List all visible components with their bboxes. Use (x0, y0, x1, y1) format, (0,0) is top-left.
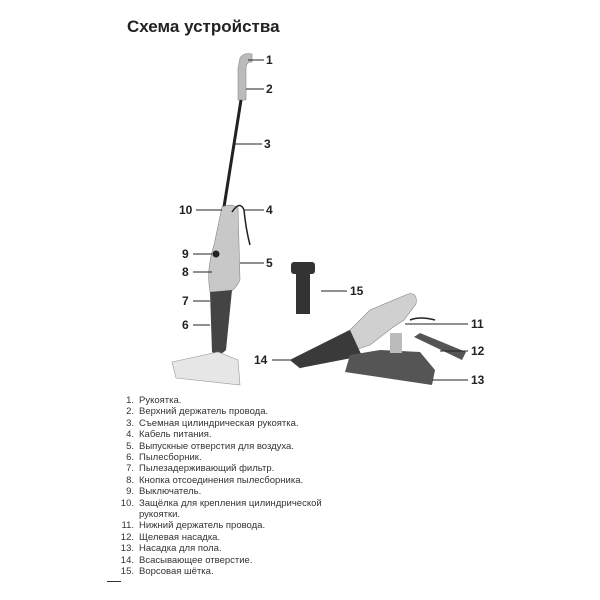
vacuum-diagram: 1 2 3 4 5 6 7 8 9 10 11 12 13 14 15 (171, 53, 485, 387)
list-item: 7.Пылезадерживающий фильтр. (126, 463, 275, 475)
callout-8: 8 (182, 265, 189, 279)
handheld-vacuum-illustration (289, 293, 436, 369)
list-item: 13.Насадка для пола. (120, 543, 222, 555)
list-item: 1.Рукоятка. (126, 395, 182, 406)
callout-14: 14 (254, 353, 268, 367)
upright-vacuum-illustration (171, 53, 253, 386)
page-title: Схема устройства (127, 17, 280, 36)
list-item: 2.Верхний держатель провода. (126, 406, 269, 418)
callout-10: 10 (179, 203, 193, 217)
callout-13: 13 (471, 373, 485, 387)
divider (107, 581, 121, 582)
callout-7: 7 (182, 294, 189, 308)
list-item: 6.Пылесборник. (126, 452, 202, 464)
callout-9: 9 (182, 247, 189, 261)
list-item: 5.Выпускные отверстия для воздуха. (126, 440, 294, 452)
callout-1: 1 (266, 53, 273, 67)
list-item: 14.Всасывающее отверстие. (120, 554, 253, 566)
callout-15: 15 (350, 284, 364, 298)
list-item: 4.Кабель питания. (126, 429, 212, 441)
list-item: 12.Щелевая насадка. (120, 531, 221, 543)
list-item: 10.Защёлка для крепления цилиндрической … (120, 497, 322, 521)
crevice-nozzle-illustration (414, 333, 466, 360)
callout-12: 12 (471, 344, 485, 358)
brush-nozzle-illustration (291, 262, 315, 314)
floor-nozzle-illustration (345, 333, 435, 385)
list-item: 3.Съемная цилиндрическая рукоятка. (126, 417, 299, 429)
list-item: 11.Нижний держатель провода. (121, 520, 266, 532)
parts-legend-list: 1.Рукоятка. 2.Верхний держатель провода.… (106, 395, 359, 578)
callout-4: 4 (266, 203, 273, 217)
callout-5: 5 (266, 256, 273, 270)
callout-3: 3 (264, 137, 271, 151)
callout-6: 6 (182, 318, 189, 332)
callout-2: 2 (266, 82, 273, 96)
list-item: 8.Кнопка отсоединения пылесборника. (126, 474, 304, 486)
callout-11: 11 (471, 317, 484, 331)
callout-lines (193, 59, 468, 381)
list-item: 15.Ворсовая шётка. (120, 566, 214, 578)
list-item: 9.Выключатель. (126, 486, 202, 498)
